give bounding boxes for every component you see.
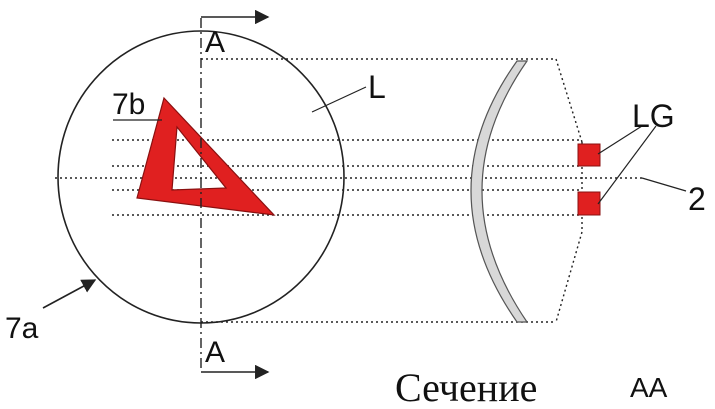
label-section-top: A bbox=[205, 26, 225, 59]
caption-word: Сечение bbox=[395, 365, 537, 409]
lens-element bbox=[470, 60, 529, 323]
light-guide-lower bbox=[577, 191, 601, 216]
label-axis: 2 bbox=[688, 181, 706, 217]
light-guide-upper bbox=[577, 143, 601, 167]
arrow-right-icon bbox=[201, 9, 270, 380]
projection-lines bbox=[55, 58, 642, 323]
caption-code: AA bbox=[630, 372, 668, 403]
label-light-guides: LG bbox=[632, 98, 675, 134]
label-triangle: 7b bbox=[112, 88, 145, 121]
leader-lines bbox=[113, 86, 687, 205]
triangle-element bbox=[136, 96, 276, 216]
arrow-up-right-icon bbox=[42, 279, 97, 309]
label-circle: 7a bbox=[5, 312, 39, 345]
label-section-bottom: A bbox=[205, 336, 225, 369]
label-lens: L bbox=[368, 69, 386, 105]
